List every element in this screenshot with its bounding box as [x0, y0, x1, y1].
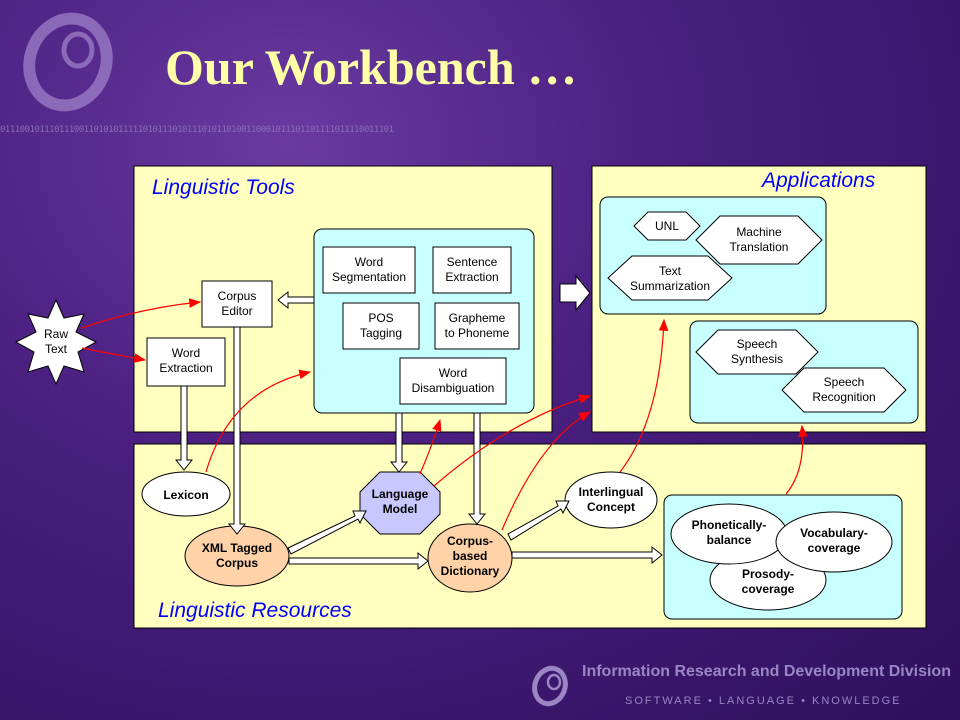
svg-text:Segmentation: Segmentation	[332, 270, 406, 284]
speech-synthesis-node: Speech Synthesis	[695, 329, 819, 375]
svg-text:POS: POS	[368, 311, 393, 325]
svg-text:to Phoneme: to Phoneme	[445, 326, 510, 340]
svg-text:Prosody-: Prosody-	[742, 567, 794, 581]
svg-text:Speech: Speech	[737, 337, 778, 351]
word-extraction-box: Word Extraction	[146, 337, 226, 387]
svg-text:Language: Language	[372, 487, 429, 501]
svg-text:Concept: Concept	[587, 500, 635, 514]
svg-text:Synthesis: Synthesis	[731, 352, 783, 366]
sentence-extraction-box: Sentence Extraction	[432, 246, 512, 294]
svg-text:based: based	[453, 549, 488, 563]
word-disambiguation-box: Word Disambiguation	[399, 357, 507, 405]
raw-text-node: Raw Text	[14, 298, 98, 386]
svg-text:Word: Word	[355, 255, 383, 269]
applications-title: Applications	[760, 169, 876, 192]
svg-text:Model: Model	[383, 502, 418, 516]
svg-text:Sentence: Sentence	[447, 255, 498, 269]
corpus-based-dictionary-node: Corpus- based Dictionary	[427, 523, 513, 593]
footer-logo-icon	[532, 665, 568, 707]
svg-text:Grapheme: Grapheme	[449, 311, 506, 325]
xml-tagged-corpus-node: XML Tagged Corpus	[184, 525, 290, 587]
svg-text:balance: balance	[707, 533, 752, 547]
slide-title: Our Workbench …	[165, 39, 578, 95]
text-summarization-node: Text Summarization	[607, 255, 733, 301]
svg-text:coverage: coverage	[808, 541, 861, 555]
svg-text:Disambiguation: Disambiguation	[412, 381, 495, 395]
svg-text:Text: Text	[659, 264, 682, 278]
linguistic-resources-title: Linguistic Resources	[158, 599, 352, 622]
svg-text:Summarization: Summarization	[630, 279, 710, 293]
svg-text:Editor: Editor	[221, 304, 252, 318]
svg-text:Corpus: Corpus	[216, 556, 258, 570]
svg-text:Extraction: Extraction	[159, 361, 212, 375]
svg-text:Dictionary: Dictionary	[441, 564, 500, 578]
interlingual-concept-node: Interlingual Concept	[564, 471, 658, 529]
pos-tagging-box: POS Tagging	[342, 302, 420, 350]
svg-text:Corpus: Corpus	[218, 289, 257, 303]
binary-strip: 0111001011101110011010101111101011101011…	[0, 125, 394, 135]
footer-tagline: SOFTWARE • LANGUAGE • KNOWLEDGE	[625, 695, 902, 707]
svg-text:Word: Word	[439, 366, 467, 380]
svg-text:Word: Word	[172, 346, 200, 360]
svg-text:Interlingual: Interlingual	[579, 485, 644, 499]
svg-text:Translation: Translation	[730, 240, 789, 254]
svg-text:Tagging: Tagging	[360, 326, 402, 340]
linguistic-tools-title: Linguistic Tools	[152, 176, 295, 199]
lexicon-node: Lexicon	[141, 471, 231, 517]
svg-text:XML Tagged: XML Tagged	[202, 541, 272, 555]
svg-text:Raw: Raw	[44, 327, 68, 341]
machine-translation-node: Machine Translation	[695, 215, 823, 265]
unl-node: UNL	[633, 211, 701, 241]
svg-text:Recognition: Recognition	[812, 390, 875, 404]
svg-text:Lexicon: Lexicon	[163, 488, 208, 502]
svg-text:Extraction: Extraction	[445, 270, 498, 284]
footer-org-name: Information Research and Development Div…	[582, 663, 951, 680]
svg-text:Phonetically-: Phonetically-	[692, 518, 767, 532]
grapheme-to-phoneme-box: Grapheme to Phoneme	[434, 302, 520, 350]
speech-recognition-node: Speech Recognition	[781, 367, 907, 413]
svg-text:Vocabulary-: Vocabulary-	[800, 526, 868, 540]
corpus-editor-box: Corpus Editor	[201, 280, 273, 328]
svg-text:UNL: UNL	[655, 219, 679, 233]
svg-text:Speech: Speech	[824, 375, 865, 389]
svg-text:Text: Text	[45, 342, 68, 356]
vocabulary-coverage-node: Vocabulary- coverage	[775, 511, 893, 573]
svg-text:coverage: coverage	[742, 582, 795, 596]
flow-arrows-hollow	[174, 274, 663, 571]
flow-arrows-red	[81, 298, 808, 531]
language-model-node: Language Model	[359, 471, 441, 535]
svg-text:Machine: Machine	[736, 225, 782, 239]
phonetically-balance-node: Phonetically- balance	[670, 503, 788, 565]
logo-icon	[23, 12, 113, 112]
svg-text:Corpus-: Corpus-	[447, 534, 493, 548]
word-segmentation-box: Word Segmentation	[322, 246, 416, 294]
